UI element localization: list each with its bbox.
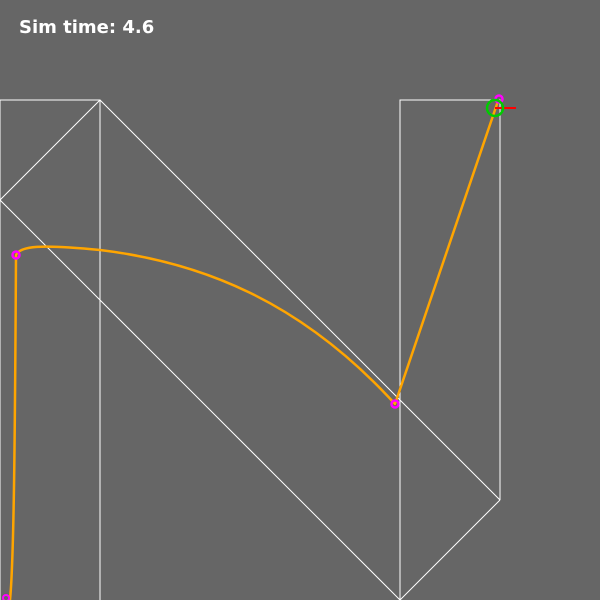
waypoint-markers xyxy=(2,94,504,600)
track-right-diagonal-lower xyxy=(399,499,501,600)
track-diagonal-inner xyxy=(0,199,401,600)
sim-time-readout: Sim time: 4.6 xyxy=(19,17,154,38)
waypoint-marker-icon xyxy=(390,399,400,409)
track-outline xyxy=(0,99,501,600)
sim-time-value: 4.6 xyxy=(122,17,155,38)
waypoint-marker-icon xyxy=(11,250,21,260)
track-diagonal-outer xyxy=(99,99,501,501)
vehicle xyxy=(485,98,516,118)
track-left-block xyxy=(0,99,101,600)
vehicle-path xyxy=(8,102,499,600)
track-right-block xyxy=(399,99,501,600)
sim-time-label: Sim time: xyxy=(19,17,117,38)
waypoint-marker-icon xyxy=(2,594,10,600)
track-left-diagonal-upper xyxy=(0,99,101,201)
vehicle-ring-icon xyxy=(485,98,505,118)
